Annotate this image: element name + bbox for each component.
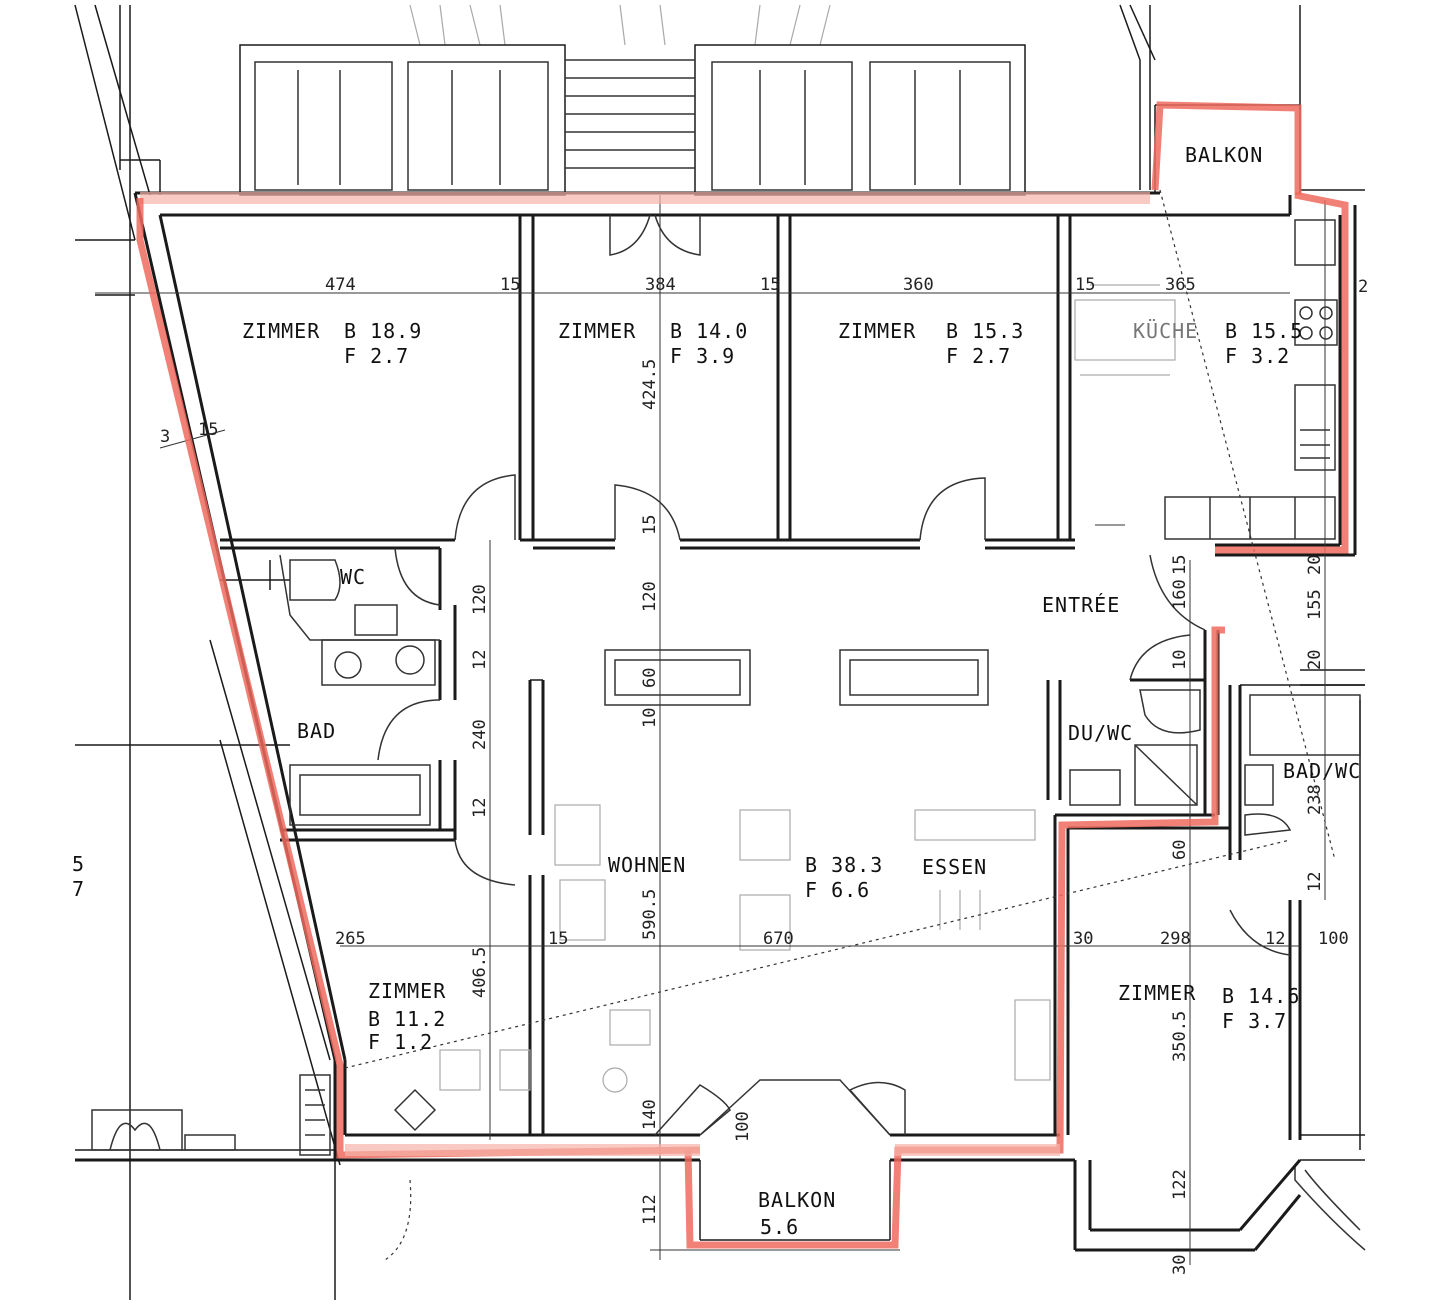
dim-15: 15: [500, 275, 520, 295]
dimension-labels: 474 15 384 15 360 15 365 3 15 265 15 670…: [160, 275, 1349, 1275]
room-label-zimmer-1: ZIMMER: [242, 319, 320, 343]
dim-15-vertical: 15: [640, 515, 660, 535]
dim-15: 15: [1075, 275, 1095, 295]
label-balkon-bottom: BALKON: [758, 1188, 836, 1212]
top-window-frames: [239, 44, 1026, 196]
dimension-lines: [95, 195, 1326, 1265]
dim-670: 670: [763, 929, 794, 949]
dim-350-5: 350.5: [1170, 1011, 1190, 1062]
dim-120: 120: [470, 584, 490, 615]
site-lines: [74, 4, 1366, 1300]
dim-100: 100: [733, 1111, 753, 1142]
room-window-wohnen: F 6.6: [805, 878, 870, 902]
dim-365: 365: [1165, 275, 1196, 295]
dim-140: 140: [640, 1099, 660, 1130]
room-area-kueche: B 15.5: [1225, 319, 1303, 343]
label-balkon-top: BALKON: [1185, 143, 1263, 167]
fixtures: [279, 189, 1361, 1156]
label-bad: BAD: [297, 719, 336, 743]
dim-10: 10: [1170, 650, 1190, 670]
room-window-zimmer-4: F 1.2: [368, 1030, 433, 1054]
dim-15: 15: [760, 275, 780, 295]
dim-360: 360: [903, 275, 934, 295]
room-window-zimmer-3: F 2.7: [946, 344, 1011, 368]
room-window-zimmer-1: F 2.7: [344, 344, 409, 368]
label-margin-7: 7: [72, 877, 85, 901]
room-window-zimmer-5: F 3.7: [1222, 1009, 1287, 1033]
room-area-wohnen: B 38.3: [805, 853, 883, 877]
label-entree: ENTRÉE: [1042, 593, 1120, 617]
dim-60: 60: [640, 668, 660, 688]
room-label-zimmer-5: ZIMMER: [1118, 981, 1196, 1005]
label-wc: WC: [340, 565, 366, 589]
dim-238: 238: [1305, 784, 1325, 815]
dim-12: 12: [470, 798, 490, 818]
dim-240: 240: [470, 719, 490, 750]
room-label-zimmer-4: ZIMMER: [368, 979, 446, 1003]
dim-122: 122: [1170, 1169, 1190, 1200]
room-label-essen: ESSEN: [922, 855, 987, 879]
room-label-zimmer-2: ZIMMER: [558, 319, 636, 343]
room-area-zimmer-2: B 14.0: [670, 319, 748, 343]
room-window-kueche: F 3.2: [1225, 344, 1290, 368]
room-window-zimmer-2: F 3.9: [670, 344, 735, 368]
dim-3: 3: [160, 427, 170, 447]
label-margin-5: 5: [72, 852, 85, 876]
dim-424-5: 424.5: [640, 359, 660, 410]
dim-160: 160: [1170, 579, 1190, 610]
dim-12: 12: [470, 650, 490, 670]
room-label-wohnen: WOHNEN: [608, 853, 686, 877]
dim-112: 112: [640, 1194, 660, 1225]
room-area-zimmer-5: B 14.6: [1222, 984, 1300, 1008]
dim-406-5: 406.5: [470, 947, 490, 998]
dim-20: 20: [1305, 555, 1325, 575]
room-area-zimmer-4: B 11.2: [368, 1007, 446, 1031]
dim-12: 12: [1265, 929, 1285, 949]
dim-155: 155: [1305, 589, 1325, 620]
dim-10: 10: [640, 708, 660, 728]
dim-15-diagonal: 15: [198, 420, 218, 440]
dim-298: 298: [1160, 929, 1191, 949]
label-bad-wc: BAD/WC: [1283, 759, 1361, 783]
label-balkon-bottom-area: 5.6: [760, 1215, 799, 1239]
room-label-kueche: KÜCHE: [1133, 319, 1198, 343]
dim-120: 120: [640, 581, 660, 612]
room-area-zimmer-1: B 18.9: [344, 319, 422, 343]
dim-15: 15: [548, 929, 568, 949]
dim-100: 100: [1318, 929, 1349, 949]
dim-384: 384: [645, 275, 676, 295]
label-dim-2: 2: [1358, 277, 1368, 297]
dim-12: 12: [1305, 872, 1325, 892]
room-label-zimmer-3: ZIMMER: [838, 319, 916, 343]
dim-265: 265: [335, 929, 366, 949]
room-area-zimmer-3: B 15.3: [946, 319, 1024, 343]
dim-30: 30: [1170, 1255, 1190, 1275]
dim-15: 15: [1170, 555, 1190, 575]
apartment-outline: [136, 101, 1349, 1249]
dim-30: 30: [1073, 929, 1093, 949]
dim-20: 20: [1305, 650, 1325, 670]
label-du-wc: DU/WC: [1068, 721, 1133, 745]
dim-474: 474: [325, 275, 356, 295]
dim-60: 60: [1170, 840, 1190, 860]
dim-590-5: 590.5: [640, 889, 660, 940]
room-labels: ZIMMER B 18.9 F 2.7 ZIMMER B 14.0 F 3.9 …: [72, 143, 1368, 1239]
